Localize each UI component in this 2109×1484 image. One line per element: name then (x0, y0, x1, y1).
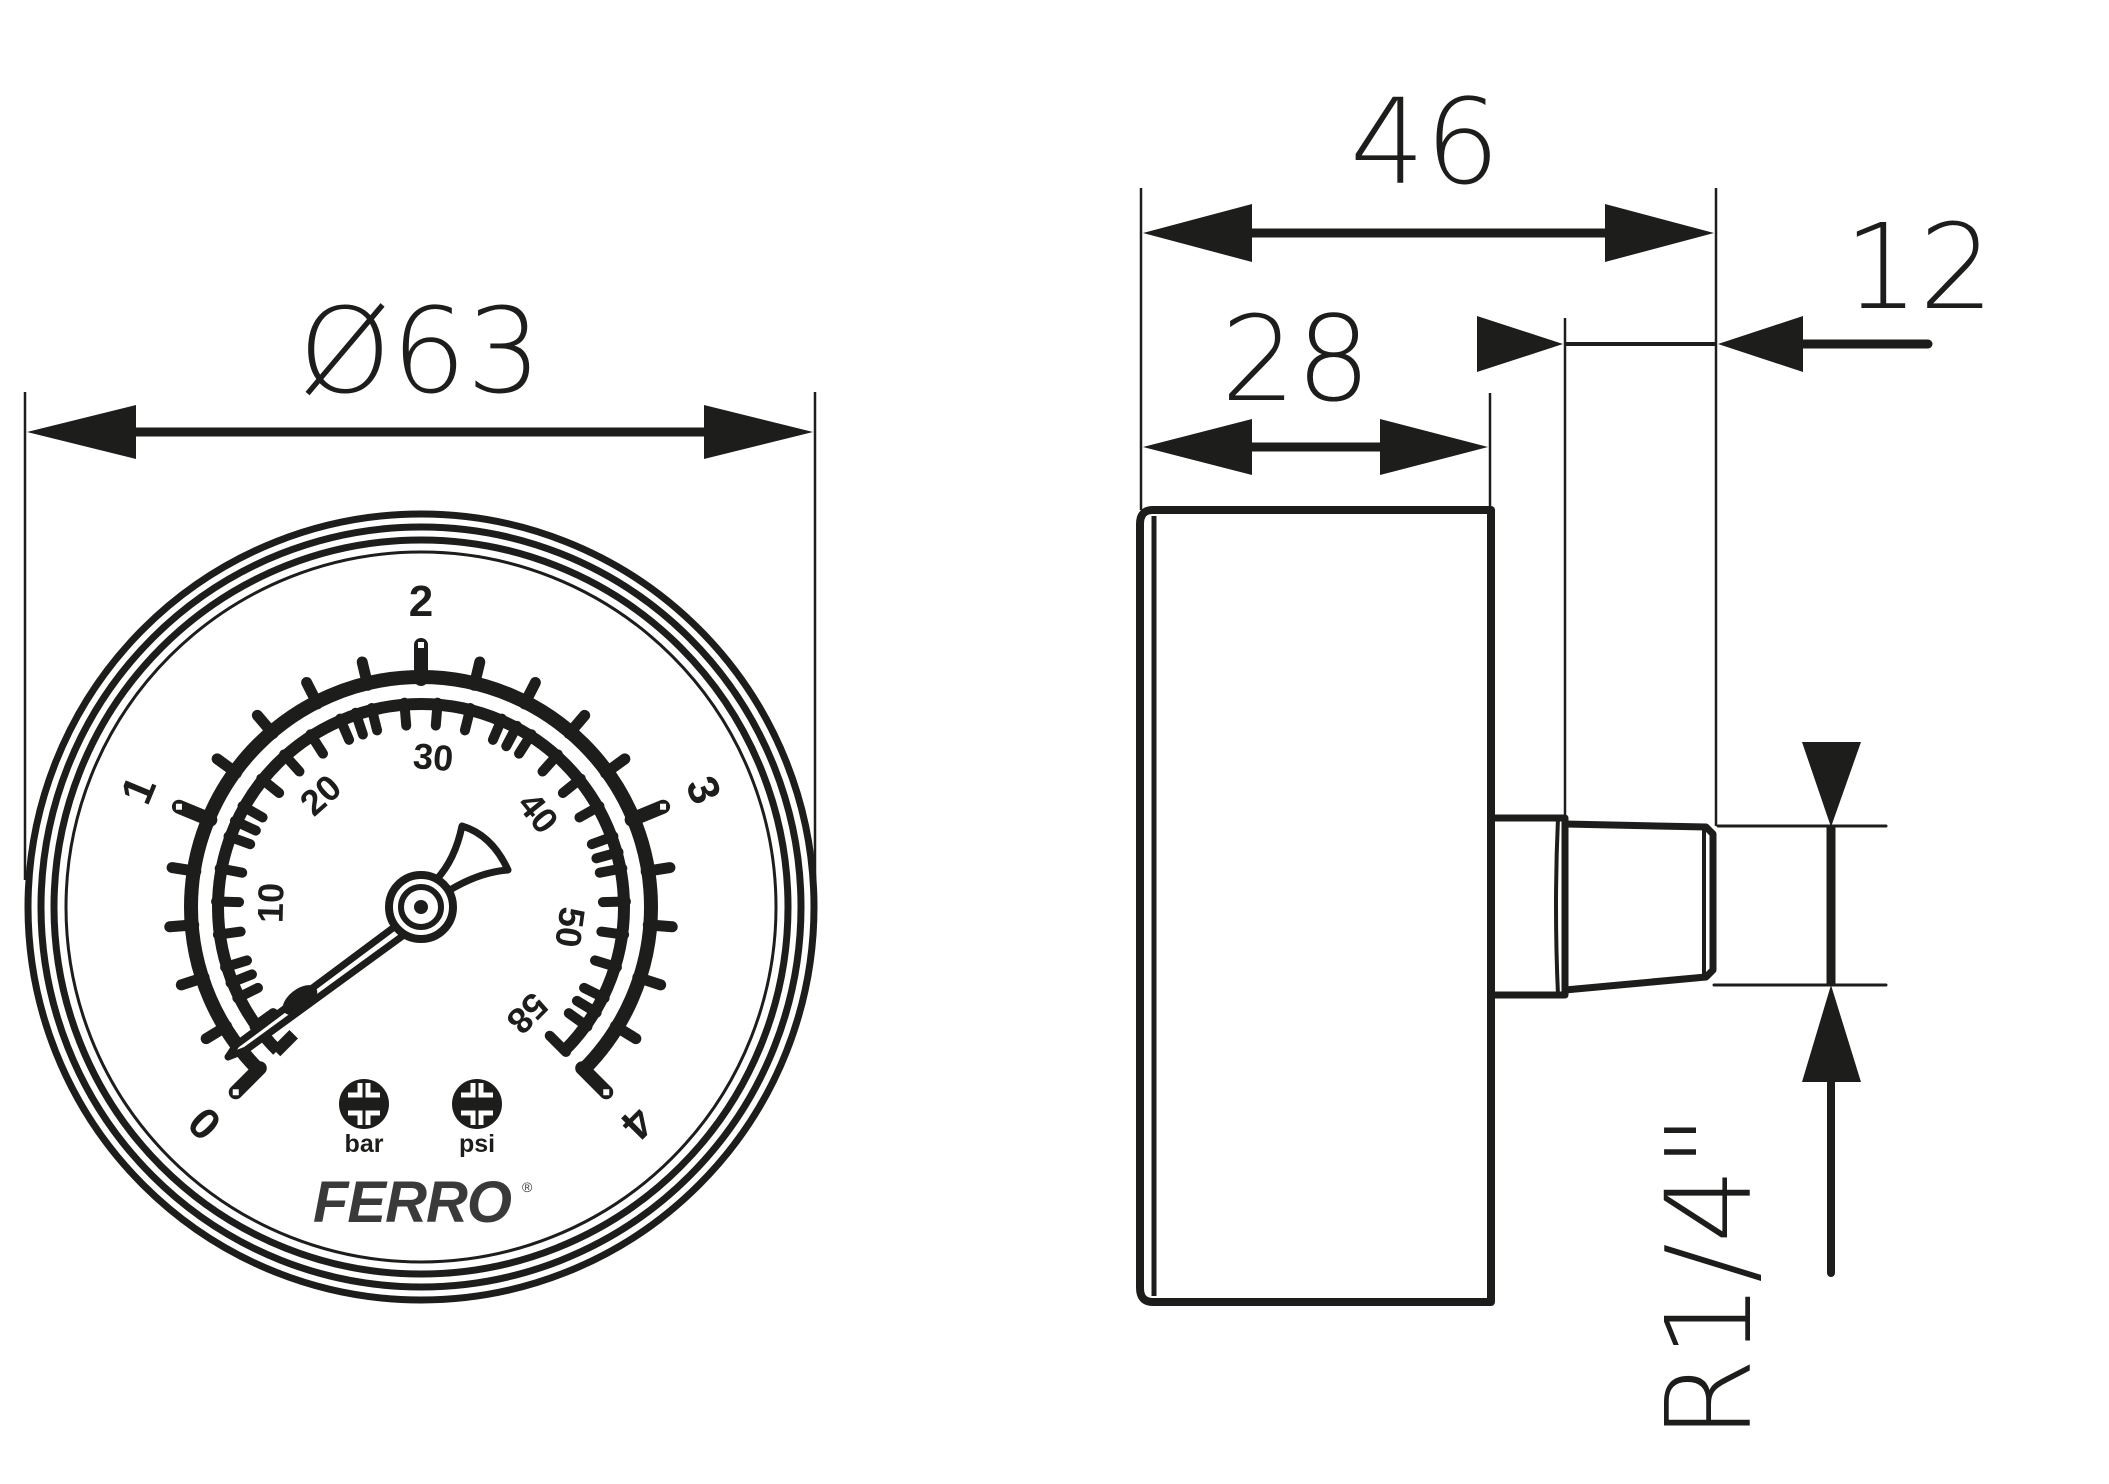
major-tick-marker (418, 642, 424, 648)
major-tick-marker (232, 1089, 239, 1096)
arrow-right-icon (1380, 419, 1488, 475)
psi-unit-label: psi (459, 1130, 495, 1158)
brand-logo: FERRO ® (313, 1170, 533, 1235)
bar-scale-label: 0 (179, 1097, 231, 1149)
diameter-dimension: Ø63 (23, 282, 817, 880)
arrow-right-icon (704, 405, 813, 459)
arrow-left-icon (1143, 419, 1252, 475)
arrow-right-icon (1477, 316, 1563, 372)
arrow-left-icon (27, 405, 136, 459)
diameter-label: Ø63 (298, 282, 541, 420)
bar-unit-icon (339, 1079, 389, 1129)
connection-length-dimension: 12 (1477, 198, 1994, 818)
gauge-bezel (24, 510, 818, 1304)
psi-scale-label: 10 (250, 882, 292, 923)
side-view: 46 28 12 (1136, 73, 1994, 1440)
major-tick-marker (603, 1089, 610, 1096)
bar-scale-label: 3 (676, 769, 731, 810)
arrow-left-icon (1143, 204, 1252, 262)
thread-dimension: R1/4" (1640, 742, 1888, 1440)
arrow-right-icon (1605, 204, 1714, 262)
registered-mark: ® (522, 1179, 533, 1195)
connection-length-label: 12 (1844, 198, 1994, 336)
psi-scale-label: 30 (412, 735, 455, 779)
thread-label: R1/4" (1640, 1114, 1778, 1440)
bar-scale-label: 1 (111, 769, 166, 810)
arrow-left-icon (1718, 316, 1803, 372)
psi-unit-icon (452, 1079, 502, 1129)
connection-fitting (1491, 814, 1717, 999)
bar-unit-label: bar (345, 1130, 384, 1158)
unit-bar: bar (339, 1079, 389, 1158)
case-depth-dimension: 28 (1143, 290, 1492, 510)
gauge-case (1136, 506, 1495, 1306)
overall-depth-label: 46 (1350, 73, 1500, 211)
arrow-down-icon (1802, 742, 1861, 827)
case-depth-label: 28 (1221, 290, 1371, 428)
brand-name: FERRO (313, 1170, 512, 1235)
major-tick-marker (660, 803, 667, 810)
gauge-needle (224, 822, 512, 1061)
psi-scale-label: 50 (547, 905, 593, 950)
bar-scale: 0 1 2 3 4 (111, 577, 730, 1149)
overall-depth-dimension: 46 (1139, 73, 1718, 826)
arrow-up-icon (1802, 985, 1861, 1082)
bar-scale-label: 2 (409, 577, 433, 626)
major-tick-marker (175, 803, 182, 810)
unit-psi: psi (452, 1079, 502, 1158)
bar-scale-label: 4 (611, 1097, 663, 1149)
